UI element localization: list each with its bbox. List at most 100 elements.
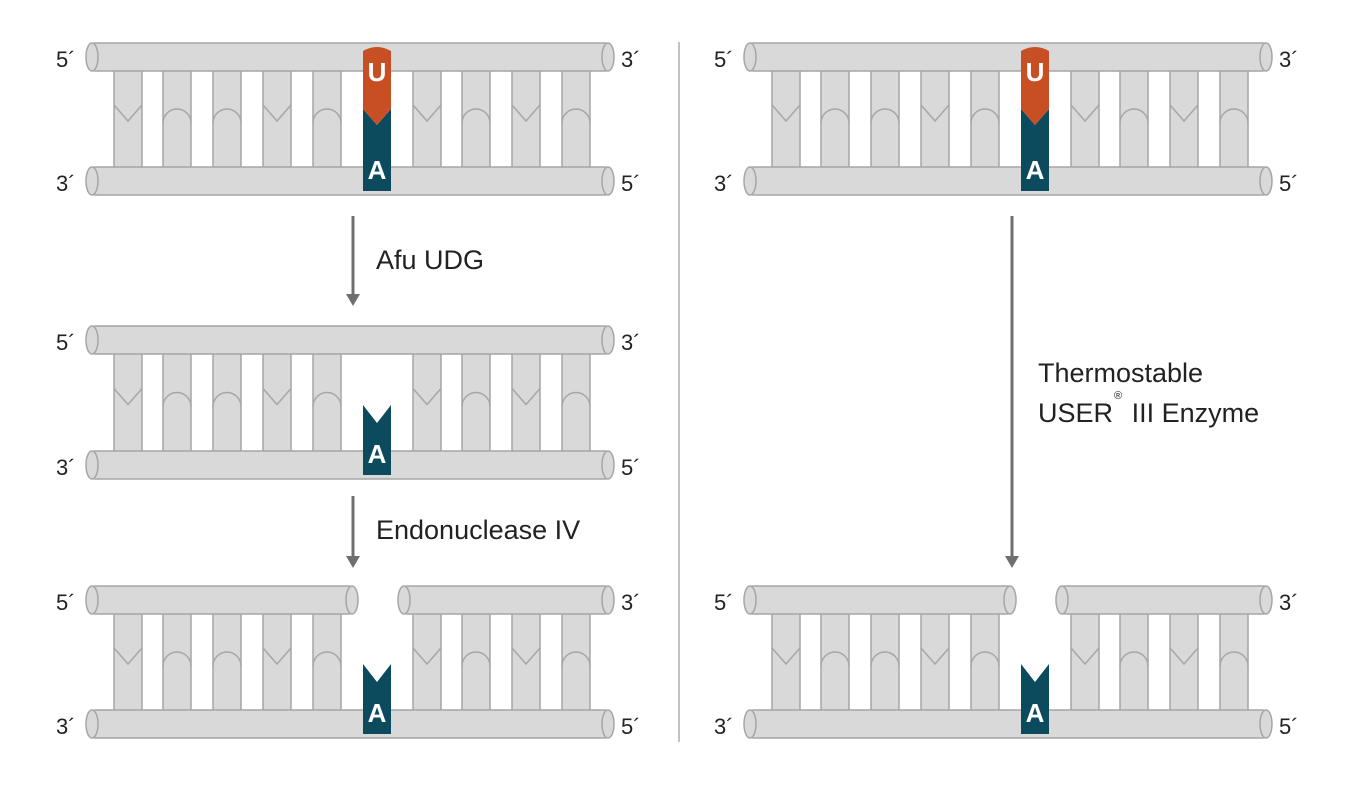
adenine-base xyxy=(1021,664,1049,734)
dna-duplex: UA xyxy=(743,42,1273,196)
backbone-rod xyxy=(749,42,1267,72)
backbone-end-cap xyxy=(1259,585,1273,615)
base-pair-joint xyxy=(113,647,143,666)
bottom-strand xyxy=(743,166,1273,196)
base-pair-rung xyxy=(1219,64,1249,174)
three-prime-label: 3´ xyxy=(621,330,641,355)
dna-duplex: A xyxy=(743,585,1273,739)
base-pair-rung xyxy=(162,607,192,717)
base-pair-rung xyxy=(511,347,541,458)
base-rod xyxy=(212,64,242,174)
base-pair-joint xyxy=(312,391,342,407)
dna-duplex: A xyxy=(85,585,615,739)
base-pair-joint xyxy=(1219,108,1249,124)
base-pair-joint xyxy=(162,391,192,407)
backbone-rod xyxy=(403,585,609,615)
base-pair-rung xyxy=(820,607,850,717)
base-pair-joint xyxy=(113,104,143,123)
backbone-end-cap xyxy=(743,166,757,196)
uracil-adenine-pair: UA xyxy=(363,47,391,191)
base-pair-rung xyxy=(212,607,242,717)
base-rod xyxy=(113,347,143,458)
user-brand: USER xyxy=(1038,398,1114,428)
backbone-end-cap xyxy=(743,585,757,615)
enzyme-name-rest: III Enzyme xyxy=(1124,398,1260,428)
base-pair-joint xyxy=(461,108,491,124)
base-rod xyxy=(511,64,541,174)
five-prime-label: 5´ xyxy=(621,714,641,739)
adenine-base xyxy=(363,109,391,191)
five-prime-label: 5´ xyxy=(621,455,641,480)
five-prime-label: 5´ xyxy=(621,171,641,196)
backbone-end-cap xyxy=(601,166,615,196)
base-pair-rung xyxy=(970,607,1000,717)
arrow-step-user-enzyme xyxy=(1005,216,1019,568)
arrow-head xyxy=(1005,556,1019,568)
base-rod xyxy=(162,64,192,174)
uracil-letter: U xyxy=(368,57,387,87)
base-pair-rung xyxy=(412,64,442,174)
adenine-base-unpaired: A xyxy=(363,405,391,475)
dna-duplex: A xyxy=(85,325,615,480)
three-prime-label: 3´ xyxy=(56,714,76,739)
adenine-base xyxy=(1021,109,1049,191)
arrow-step-endonuclease-iv xyxy=(346,496,360,568)
base-pair-rung xyxy=(262,64,292,174)
base-pair-rung xyxy=(771,607,801,717)
adenine-letter: A xyxy=(1026,155,1045,185)
three-prime-label: 3´ xyxy=(621,47,641,72)
base-pair-rung xyxy=(970,64,1000,174)
five-prime-label: 5´ xyxy=(56,590,76,615)
base-pair-rung xyxy=(412,347,442,458)
base-pair-joint xyxy=(870,108,900,124)
base-rod xyxy=(561,64,591,174)
arrow-step-afu-udg xyxy=(346,216,360,306)
base-pair-joint xyxy=(212,108,242,124)
base-pair-joint xyxy=(461,391,491,407)
backbone-end-cap xyxy=(345,585,359,615)
base-pair-rung xyxy=(461,347,491,458)
backbone-end-cap xyxy=(85,709,99,739)
base-pair-rung xyxy=(312,607,342,717)
base-pair-rung xyxy=(561,64,591,174)
backbone-end-cap xyxy=(601,42,615,72)
base-pair-rung xyxy=(312,347,342,458)
base-pair-rung xyxy=(920,607,950,717)
base-pair-rung xyxy=(1169,64,1199,174)
base-pair-joint xyxy=(561,391,591,407)
base-pair-joint xyxy=(870,651,900,667)
base-pair-joint xyxy=(1219,651,1249,667)
top-strand-right-fragment xyxy=(397,585,615,615)
base-pair-joint xyxy=(412,388,442,406)
backbone-end-cap xyxy=(85,325,99,355)
base-rod xyxy=(870,607,900,717)
base-pair-joint xyxy=(1119,108,1149,124)
backbone-rod xyxy=(91,709,609,739)
backbone-end-cap xyxy=(85,450,99,480)
base-rod xyxy=(511,607,541,717)
adenine-letter: A xyxy=(1026,698,1045,728)
backbone-end-cap xyxy=(1003,585,1017,615)
adenine-base-unpaired: A xyxy=(1021,664,1049,734)
base-rod xyxy=(312,347,342,458)
base-pair-rung xyxy=(771,64,801,174)
base-pair-rung xyxy=(461,607,491,717)
base-pair-rung xyxy=(511,64,541,174)
base-pair-joint xyxy=(262,647,292,666)
base-pair-rung xyxy=(113,64,143,174)
base-pair-joint xyxy=(212,391,242,407)
five-prime-label: 5´ xyxy=(714,47,734,72)
adenine-letter: A xyxy=(368,439,387,469)
five-prime-label: 5´ xyxy=(56,47,76,72)
base-pair-joint xyxy=(262,104,292,123)
base-rod xyxy=(1119,607,1149,717)
base-rod xyxy=(1219,607,1249,717)
base-pair-rung xyxy=(113,347,143,458)
base-pair-rung xyxy=(461,64,491,174)
base-rod xyxy=(212,607,242,717)
base-pair-rung xyxy=(262,347,292,458)
base-rod xyxy=(1169,607,1199,717)
top-strand xyxy=(85,325,615,355)
base-pair-joint xyxy=(561,108,591,124)
base-pair-joint xyxy=(1070,647,1100,666)
